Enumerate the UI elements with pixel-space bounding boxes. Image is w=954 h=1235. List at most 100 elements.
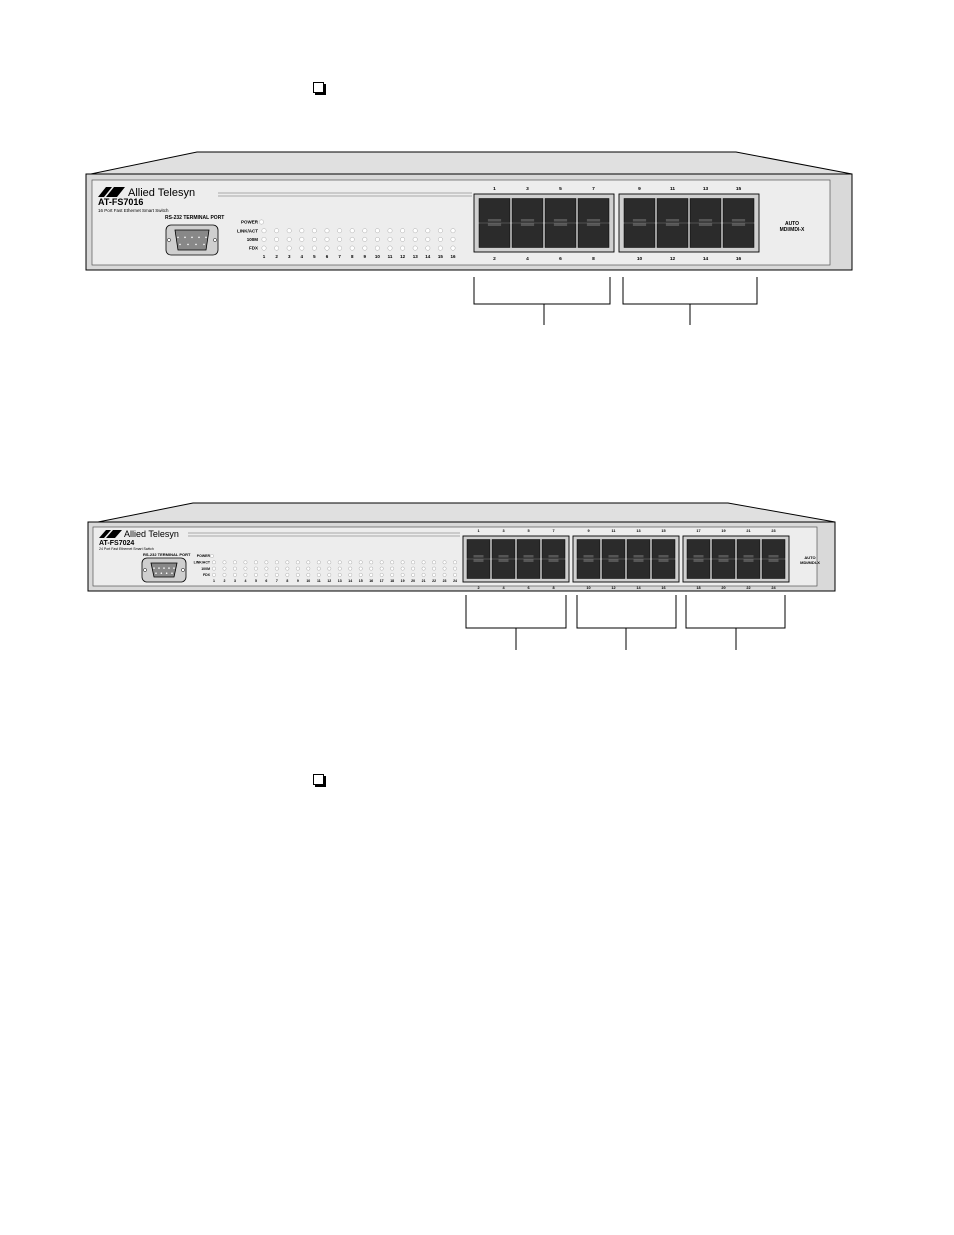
db9-pin	[198, 236, 200, 239]
port-led	[212, 573, 216, 577]
rj45-latch	[718, 559, 729, 562]
port-led	[442, 560, 447, 565]
port-number-top: 11	[670, 186, 675, 192]
port-number-top: 5	[559, 186, 562, 192]
led-row-label: 100M	[201, 567, 210, 571]
port-number-top: 3	[502, 529, 504, 533]
port-led	[274, 566, 279, 571]
port-led	[254, 560, 258, 565]
auto-label: AUTO	[785, 221, 799, 227]
rj45-port	[651, 559, 676, 579]
rj45-latch	[731, 223, 746, 226]
rj45-latch	[487, 223, 502, 226]
port-led	[425, 236, 431, 242]
led-column-number: 16	[450, 254, 456, 259]
db9-pin	[195, 243, 197, 246]
rj45-latch	[520, 223, 535, 226]
port-group-bracket	[465, 595, 567, 650]
port-group-bracket	[622, 277, 758, 325]
rj45-port	[516, 539, 541, 559]
port-led	[400, 566, 405, 571]
rj45-latch	[498, 555, 509, 558]
db9-pin	[168, 567, 170, 569]
port-number-bottom: 4	[502, 586, 505, 590]
led-column-number: 5	[313, 254, 316, 259]
led-column-number: 22	[432, 579, 436, 583]
led-column-number: 13	[413, 254, 419, 259]
led-column-number: 23	[443, 579, 447, 583]
port-led	[390, 560, 395, 565]
rj45-port	[511, 223, 544, 248]
port-number-top: 13	[703, 186, 709, 192]
port-led	[261, 228, 267, 234]
port-number-bottom: 20	[721, 586, 725, 590]
model-name: AT-FS7016	[98, 197, 143, 207]
port-number-top: 15	[661, 529, 665, 533]
port-led	[432, 566, 436, 571]
led-column-number: 4	[244, 579, 246, 583]
brand-name: Allied Telesyn	[124, 529, 179, 539]
rj45-latch	[553, 223, 568, 226]
db9-pin	[203, 243, 205, 246]
rj45-latch	[633, 555, 644, 558]
led-column-number: 20	[411, 579, 415, 583]
power-led	[259, 219, 264, 225]
rj45-port	[722, 223, 755, 248]
rj45-latch	[586, 223, 601, 226]
port-led	[453, 573, 457, 577]
port-led	[316, 573, 321, 577]
port-led	[379, 566, 384, 571]
led-column-number: 7	[276, 579, 278, 583]
model-subtitle: 16 Port Fast Ethernet Smart Switch	[98, 208, 169, 213]
led-column-number: 15	[438, 254, 444, 259]
port-group-bracket	[576, 595, 677, 650]
rj45-port	[577, 223, 610, 248]
port-led	[337, 566, 342, 571]
port-led	[369, 566, 374, 571]
rj45-latch	[548, 559, 559, 562]
port-led	[327, 560, 332, 565]
rj45-port	[626, 539, 651, 559]
port-led	[387, 245, 393, 251]
rj45-port	[686, 559, 711, 579]
rj45-port	[736, 539, 761, 559]
switch-24-port-diagram: Allied Telesyn AT-FS7024 24 Port Fast Et…	[87, 502, 836, 650]
port-number-top: 7	[552, 529, 554, 533]
port-led	[348, 566, 353, 571]
led-row-label: POWER	[241, 220, 259, 225]
port-led	[390, 573, 395, 577]
terminal-port-label: RS-232 TERMINAL PORT	[143, 552, 191, 557]
port-number-top: 9	[638, 186, 641, 192]
port-led	[285, 566, 290, 571]
switch-16-port-diagram: Allied Telesyn AT-FS7016 16 Port Fast Et…	[85, 151, 853, 325]
port-led	[295, 573, 300, 577]
rj45-latch	[632, 223, 647, 226]
port-led	[450, 236, 456, 242]
rj45-port	[541, 559, 566, 579]
port-number-bottom: 14	[636, 586, 641, 590]
checkbox-top-bullet	[313, 82, 324, 93]
port-led	[411, 560, 416, 565]
port-led	[285, 573, 290, 577]
led-column-number: 12	[400, 254, 406, 259]
port-led	[412, 228, 418, 234]
mdi-mdix-label: MDI/MDI-X	[800, 560, 820, 565]
port-led	[362, 245, 368, 251]
led-column-number: 21	[422, 579, 426, 583]
port-led	[316, 560, 321, 565]
rj45-port	[736, 559, 761, 579]
port-group-bracket	[685, 595, 786, 650]
rj45-port	[576, 559, 601, 579]
db9-pin	[160, 572, 163, 574]
rj45-latch	[608, 555, 619, 558]
port-number-top: 15	[736, 186, 742, 192]
rj45-port	[722, 198, 755, 223]
rj45-port	[761, 559, 786, 579]
port-led	[327, 566, 332, 571]
model-subtitle: 24 Port Fast Ethernet Smart Switch	[99, 547, 154, 551]
led-column-number: 11	[317, 579, 321, 583]
port-led	[222, 560, 227, 565]
led-row-label: LINK/ACT	[194, 561, 211, 565]
rj45-latch	[768, 559, 779, 562]
port-led	[349, 245, 355, 251]
